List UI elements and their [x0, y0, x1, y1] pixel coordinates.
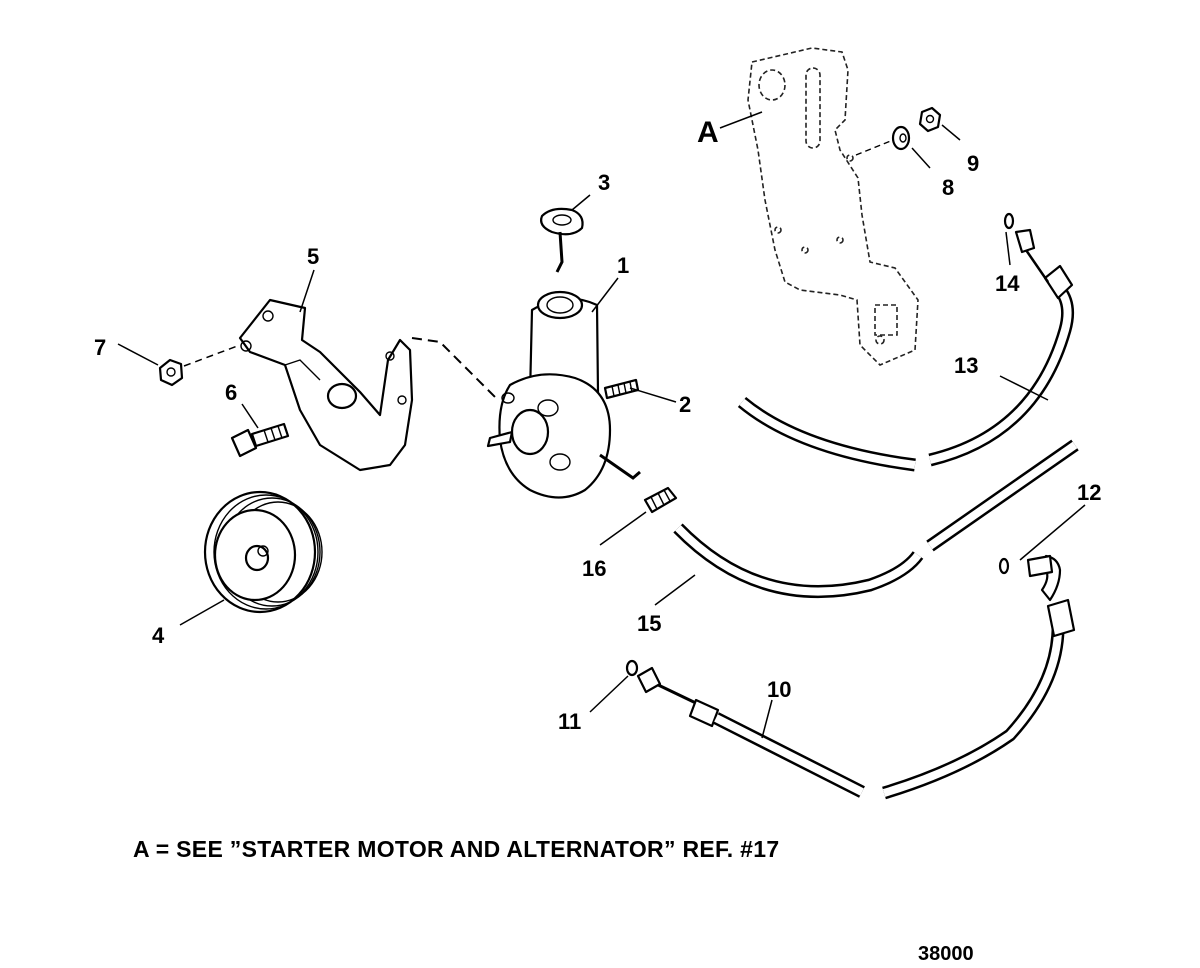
callout-9: 9 [967, 151, 979, 176]
engine-bracket-a [747, 47, 919, 366]
callout-15: 15 [637, 611, 661, 636]
o-ring-part-14 [1003, 212, 1015, 230]
callout-13: 13 [954, 353, 978, 378]
o-ring-part-11 [625, 659, 639, 677]
callout-16: 16 [582, 556, 606, 581]
pressure-hose-part-10 [636, 554, 1076, 800]
mounting-bracket-part-5 [238, 298, 414, 472]
hose-part-13 [737, 228, 1075, 472]
callout-a: A [697, 116, 719, 149]
callout-4: 4 [152, 623, 165, 648]
callout-3: 3 [598, 170, 610, 195]
fitting-part-16 [643, 486, 678, 514]
reservoir-cap-part-3 [540, 207, 584, 273]
pulley-part-4 [203, 490, 323, 614]
o-ring-part-12 [998, 557, 1010, 575]
nut-part-9 [918, 106, 942, 133]
callout-labels: A 1 2 3 4 5 6 7 8 9 10 11 12 13 14 15 16 [94, 116, 1101, 734]
callout-14: 14 [995, 271, 1020, 296]
drawing-reference-number: 38000 [918, 943, 974, 965]
bolt-part-6 [230, 422, 290, 458]
callout-6: 6 [225, 380, 237, 405]
nut-part-7 [158, 358, 184, 387]
power-steering-pump-part-1 [486, 290, 641, 499]
callout-7: 7 [94, 335, 106, 360]
callout-2: 2 [679, 392, 691, 417]
callout-12: 12 [1077, 480, 1101, 505]
callout-8: 8 [942, 175, 954, 200]
washer-part-8 [891, 125, 911, 151]
callout-11: 11 [558, 709, 581, 734]
callout-10: 10 [767, 677, 791, 702]
callout-1: 1 [617, 253, 629, 278]
hose-part-15 [673, 439, 1079, 599]
callout-5: 5 [307, 244, 319, 269]
leader-lines [117, 111, 1086, 739]
reference-note: A = SEE ”STARTER MOTOR AND ALTERNATOR” R… [133, 836, 780, 862]
